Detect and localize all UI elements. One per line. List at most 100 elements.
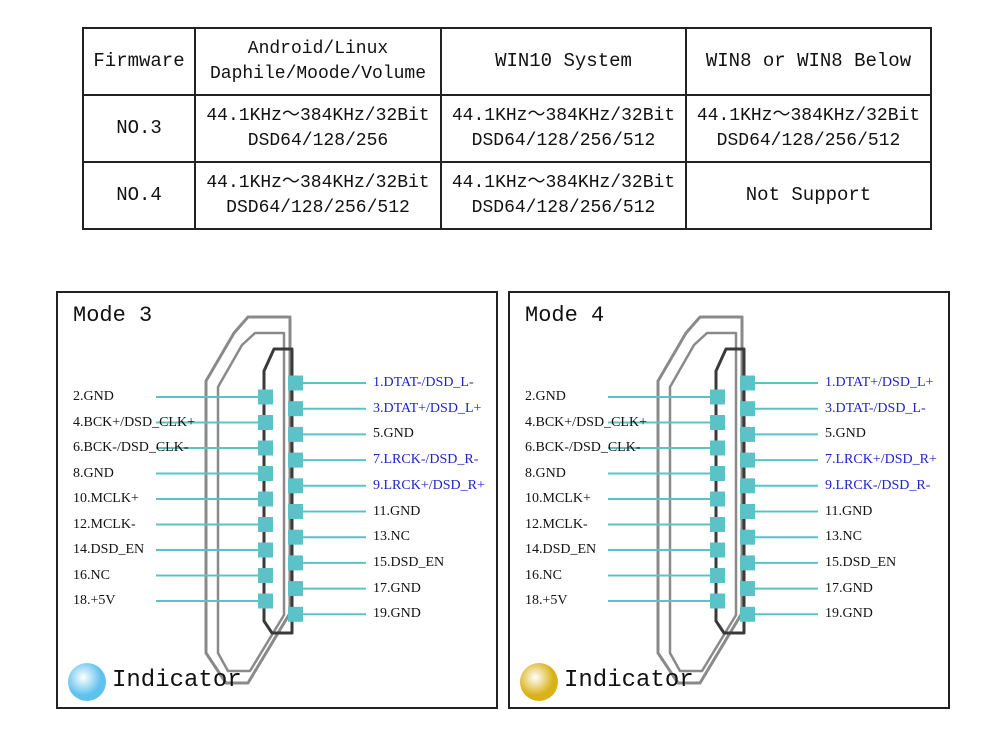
- cell-line: 44.1KHz～384KHz/32Bit: [206, 105, 430, 126]
- pin-pad-left: [258, 466, 273, 481]
- pin-label-right: 9.LRCK-/DSD_R-: [825, 477, 931, 493]
- header-android-linux: Android/Linux Daphile/Moode/Volume: [194, 27, 442, 96]
- pin-pad-left: [710, 440, 725, 456]
- table-cell: 44.1KHz～384KHz/32Bit DSD64/128/256/512: [440, 94, 687, 163]
- pin-pad-right: [288, 401, 303, 417]
- pin-label-left: 6.BCK-/DSD_CLK-: [73, 440, 189, 455]
- pin-label-left: 14.DSD_EN: [525, 542, 597, 557]
- cell-not-support: Not Support: [685, 161, 932, 230]
- mode-title: Mode 3: [73, 303, 153, 328]
- pin-pad-left: [710, 466, 725, 481]
- pin-label-right: 7.LRCK+/DSD_R+: [825, 452, 937, 468]
- pin-label-left: 6.BCK-/DSD_CLK-: [525, 440, 641, 455]
- pin-label-left: 4.BCK+/DSD_CLK+: [525, 414, 647, 430]
- table-row: NO.3 44.1KHz～384KHz/32Bit DSD64/128/256 …: [82, 94, 932, 163]
- pin-label-left: 12.MCLK-: [525, 516, 588, 532]
- pin-pad-right: [740, 504, 755, 519]
- pin-pad-right: [740, 529, 755, 545]
- pin-pad-left: [258, 517, 273, 532]
- pin-label-left: 18.+5V: [525, 593, 568, 608]
- pin-label-left: 8.GND: [525, 465, 566, 481]
- header-android-line2: Daphile/Moode/Volume: [209, 63, 427, 84]
- pin-label-right: 13.NC: [825, 529, 862, 545]
- header-firmware: Firmware: [82, 27, 196, 96]
- firmware-no3: NO.3: [82, 94, 196, 163]
- pin-pad-left: [710, 542, 725, 558]
- pin-pad-left: [710, 517, 725, 532]
- pin-label-left: 16.NC: [525, 567, 562, 583]
- hdmi-connector-diagram: [156, 315, 366, 685]
- table-cell: 44.1KHz～384KHz/32Bit DSD64/128/256: [194, 94, 442, 163]
- pin-pad-right: [288, 478, 303, 494]
- indicator-label: Indicator: [112, 667, 242, 694]
- pin-label-right: 15.DSD_EN: [825, 554, 897, 570]
- connector-slot: [262, 347, 294, 635]
- pin-pad-right: [740, 581, 755, 597]
- pin-label-right: 13.NC: [373, 529, 410, 545]
- cell-line: 44.1KHz～384KHz/32Bit: [206, 172, 430, 193]
- pin-label-left: 10.MCLK+: [525, 491, 591, 506]
- pin-pad-right: [740, 452, 755, 468]
- pin-label-left: 8.GND: [73, 465, 114, 481]
- table-cell: 44.1KHz～384KHz/32Bit DSD64/128/256/512: [194, 161, 442, 230]
- pin-pad-right: [740, 478, 755, 494]
- table-cell: 44.1KHz～384KHz/32Bit DSD64/128/256/512: [685, 94, 932, 163]
- indicator-label: Indicator: [564, 667, 694, 694]
- table-row: NO.4 44.1KHz～384KHz/32Bit DSD64/128/256/…: [82, 161, 932, 230]
- cell-line: 44.1KHz～384KHz/32Bit: [451, 172, 676, 193]
- pin-pad-right: [288, 581, 303, 597]
- connector-slot: [714, 347, 746, 635]
- pin-label-right: 15.DSD_EN: [373, 554, 445, 570]
- pin-label-right: 3.DTAT-/DSD_L-: [825, 400, 926, 416]
- pin-label-right: 17.GND: [373, 580, 421, 596]
- pin-pad-left: [258, 389, 273, 405]
- pin-label-right: 11.GND: [825, 503, 873, 519]
- pin-label-right: 5.GND: [825, 426, 866, 442]
- pin-pad-right: [288, 426, 303, 442]
- pin-label-right: 5.GND: [373, 426, 414, 442]
- cell-line: DSD64/128/256/512: [471, 197, 656, 218]
- pin-pad-right: [288, 504, 303, 519]
- pin-pad-right: [740, 375, 755, 391]
- pin-pad-right: [740, 606, 755, 622]
- pin-label-right: 11.GND: [373, 503, 421, 519]
- pin-pad-right: [740, 426, 755, 442]
- cell-line: DSD64/128/256/512: [716, 130, 901, 151]
- mode3-panel: Mode 3 2.GND 4.BCK+/DSD_CLK+ 6.BCK-/DSD_CL…: [56, 291, 498, 709]
- pin-label-right: 1.DTAT-/DSD_L-: [373, 375, 474, 390]
- pin-pad-left: [258, 593, 273, 609]
- pin-pad-left: [710, 491, 725, 507]
- pin-pad-left: [710, 593, 725, 609]
- indicator-dot-icon: [68, 663, 106, 701]
- cell-line: DSD64/128/256: [247, 130, 389, 151]
- indicator-dot-icon: [520, 663, 558, 701]
- pin-pad-right: [288, 452, 303, 468]
- pin-pad-left: [258, 440, 273, 456]
- pin-label-right: 1.DTAT+/DSD_L+: [825, 375, 934, 390]
- table-cell: 44.1KHz～384KHz/32Bit DSD64/128/256/512: [440, 161, 687, 230]
- pin-pad-left: [258, 542, 273, 558]
- pin-label-left: 2.GND: [73, 389, 114, 404]
- table-header-row: Firmware Android/Linux Daphile/Moode/Vol…: [82, 27, 932, 96]
- header-android-line1: Android/Linux: [247, 38, 389, 59]
- pin-label-left: 2.GND: [525, 389, 566, 404]
- cell-line: DSD64/128/256/512: [471, 130, 656, 151]
- pin-pad-right: [740, 555, 755, 571]
- pin-pad-left: [258, 568, 273, 583]
- pin-label-left: 14.DSD_EN: [73, 542, 145, 557]
- pin-pad-left: [710, 415, 725, 430]
- hdmi-connector-diagram: [608, 315, 818, 685]
- header-win10: WIN10 System: [440, 27, 687, 96]
- cell-line: 44.1KHz～384KHz/32Bit: [696, 105, 921, 126]
- pin-label-right: 7.LRCK-/DSD_R-: [373, 452, 479, 468]
- pin-pad-right: [288, 375, 303, 391]
- pin-label-left: 18.+5V: [73, 593, 116, 608]
- pin-label-left: 4.BCK+/DSD_CLK+: [73, 414, 195, 430]
- firmware-no4: NO.4: [82, 161, 196, 230]
- connector-inner-outline: [216, 331, 286, 673]
- pin-pad-left: [258, 491, 273, 507]
- firmware-table: Firmware Android/Linux Daphile/Moode/Vol…: [82, 27, 932, 230]
- pin-label-right: 9.LRCK+/DSD_R+: [373, 477, 485, 493]
- pin-label-left: 16.NC: [73, 567, 110, 583]
